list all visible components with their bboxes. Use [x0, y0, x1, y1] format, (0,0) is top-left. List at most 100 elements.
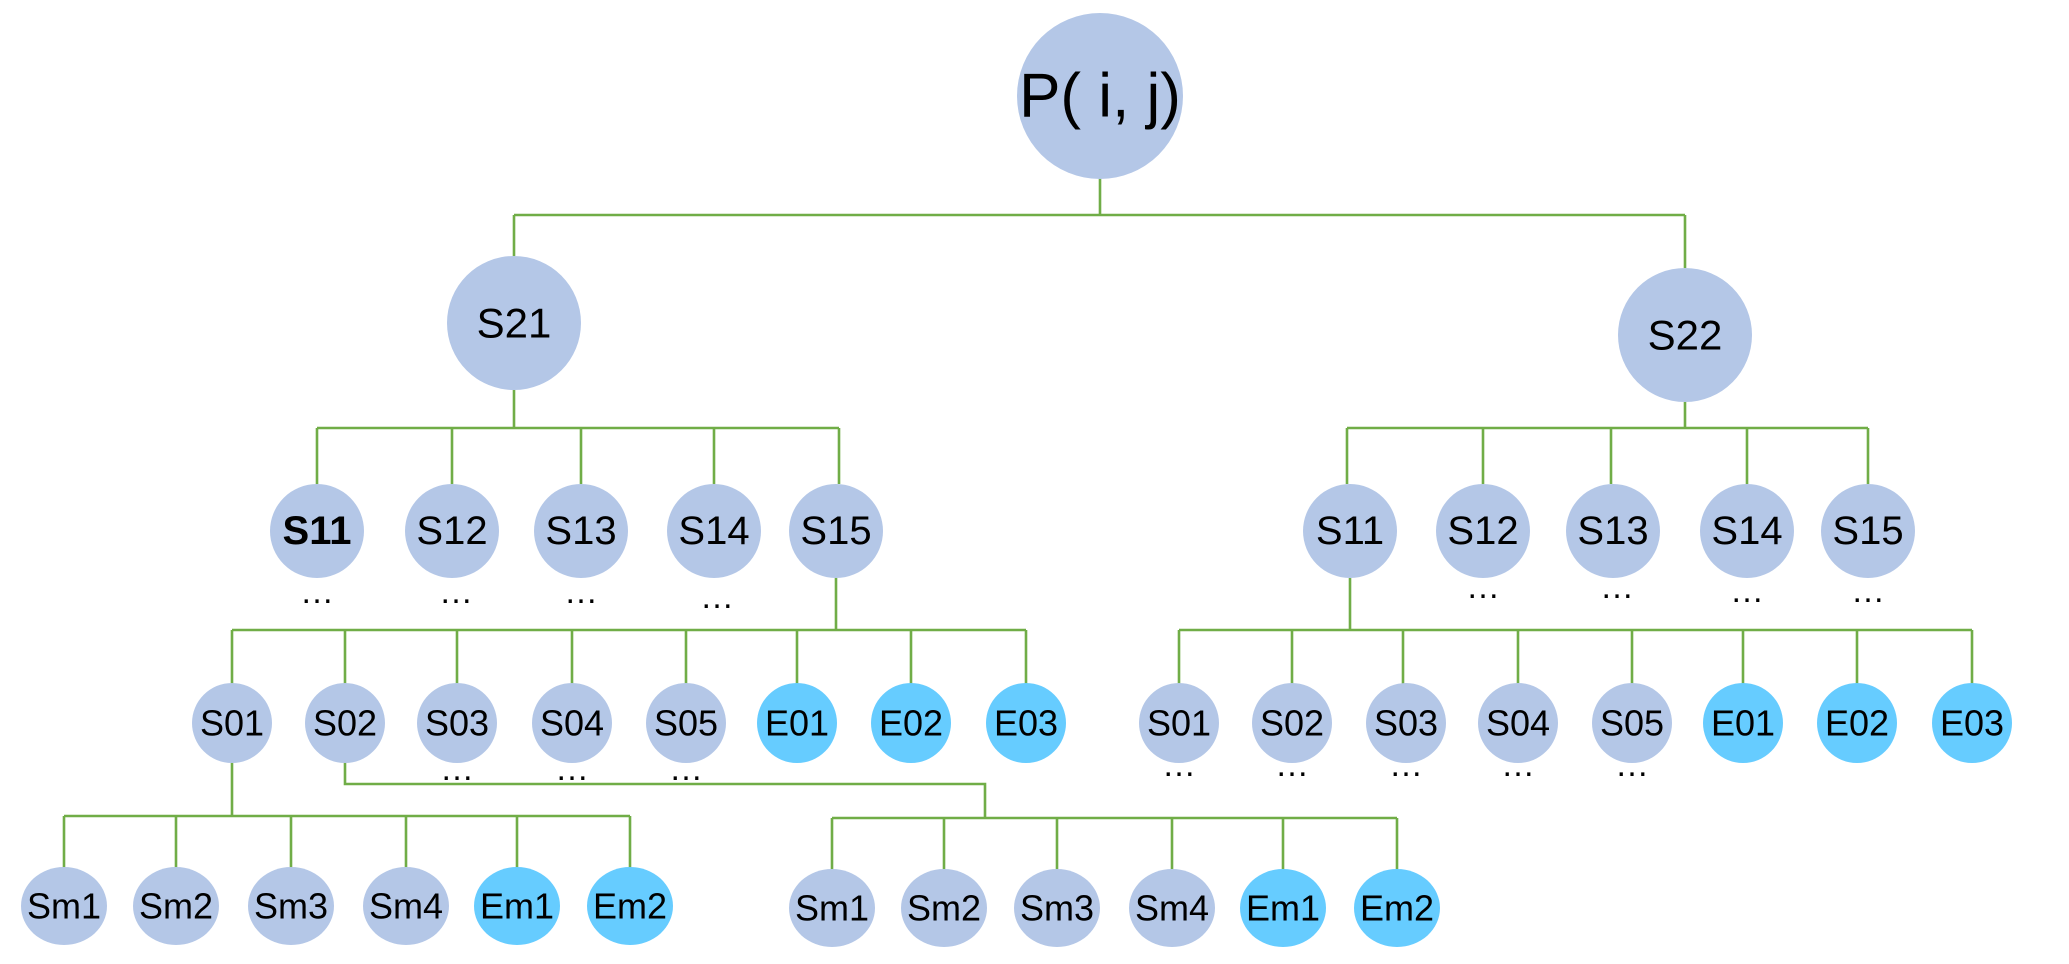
node-label: S05: [654, 703, 718, 744]
node-label: Sm3: [254, 886, 328, 927]
edges: [62, 178, 1974, 872]
node-s22-s13[interactable]: S13: [1566, 484, 1660, 578]
edge-s21: [315, 390, 841, 484]
node-s22-s11[interactable]: S11: [1303, 484, 1397, 578]
node-s03-right[interactable]: S03: [1366, 683, 1446, 763]
node-sm1-b[interactable]: Sm1: [789, 869, 875, 947]
node-sm4-a[interactable]: Sm4: [363, 867, 449, 945]
node-label: E03: [1940, 703, 2004, 744]
node-label: E02: [1825, 703, 1889, 744]
node-s05-right[interactable]: S05: [1592, 683, 1672, 763]
node-s21-s12[interactable]: S12: [405, 484, 499, 578]
edge-s22: [1345, 402, 1870, 484]
node-label: S01: [1147, 703, 1211, 744]
node-label: S14: [1711, 509, 1782, 553]
ellipsis: …: [555, 750, 589, 788]
node-sm4-b[interactable]: Sm4: [1129, 869, 1215, 947]
node-label: S15: [800, 509, 871, 553]
node-s04-left[interactable]: S04: [532, 683, 612, 763]
root-node[interactable]: P( i, j): [1017, 13, 1183, 179]
node-s01-left[interactable]: S01: [192, 683, 272, 763]
node-s22-circle: [1618, 268, 1752, 402]
node-circle: [667, 484, 761, 578]
node-circle: [587, 867, 673, 945]
node-sm3-a[interactable]: Sm3: [248, 867, 334, 945]
node-label: Sm4: [369, 886, 443, 927]
node-label: S11: [283, 509, 352, 553]
s02-children: Sm1 Sm2 Sm3 Sm4 Em1 Em2: [789, 869, 1440, 947]
node-circle: [1821, 484, 1915, 578]
ellipsis: …: [300, 573, 334, 611]
node-s02-left[interactable]: S02: [305, 683, 385, 763]
node-circle: [1240, 869, 1326, 947]
node-label: E01: [765, 703, 829, 744]
s22-children: S11 S12 S13 S14 S15 … … … …: [1303, 484, 1915, 610]
node-circle: [1436, 484, 1530, 578]
node-s22-s15[interactable]: S15: [1821, 484, 1915, 578]
node-label: E03: [994, 703, 1058, 744]
node-label: S04: [1486, 703, 1550, 744]
node-s22[interactable]: S22: [1618, 268, 1752, 402]
node-e01-left[interactable]: E01: [757, 683, 837, 763]
node-e01-right[interactable]: E01: [1703, 683, 1783, 763]
node-s21[interactable]: S21: [447, 256, 581, 390]
node-circle: [757, 683, 837, 763]
node-circle: [192, 683, 272, 763]
node-s21-s11[interactable]: S11: [270, 484, 364, 578]
edge-s02: [343, 762, 1399, 872]
node-s22-label: S22: [1648, 312, 1723, 359]
node-sm2-a[interactable]: Sm2: [133, 867, 219, 945]
node-circle: [1252, 683, 1332, 763]
node-e02-right[interactable]: E02: [1817, 683, 1897, 763]
node-em1-a[interactable]: Em1: [474, 867, 560, 945]
node-circle: [789, 484, 883, 578]
s21-children: S11 S12 S13 S14 S15 … … … …: [270, 484, 883, 616]
node-label: S15: [1832, 509, 1903, 553]
s15-children: S01 S02 S03 S04 S05 E01 E02 E03: [192, 683, 1066, 788]
ellipsis: …: [1466, 568, 1500, 606]
s11-right-children: S01 S02 S03 S04 S05 E01 E02 E03: [1139, 683, 2012, 784]
node-s21-label: S21: [477, 300, 552, 347]
node-em2-a[interactable]: Em2: [587, 867, 673, 945]
node-label: Sm2: [139, 886, 213, 927]
node-circle: [1817, 683, 1897, 763]
node-label: S01: [200, 703, 264, 744]
node-label: S03: [1374, 703, 1438, 744]
node-s01-right[interactable]: S01: [1139, 683, 1219, 763]
node-label: S13: [545, 509, 616, 553]
node-label: S14: [678, 509, 749, 553]
node-em2-b[interactable]: Em2: [1354, 869, 1440, 947]
node-s02-right[interactable]: S02: [1252, 683, 1332, 763]
node-sm2-b[interactable]: Sm2: [901, 869, 987, 947]
node-s21-s14[interactable]: S14: [667, 484, 761, 578]
root-node-circle: [1017, 13, 1183, 179]
ellipsis: …: [1851, 572, 1885, 610]
node-s04-right[interactable]: S04: [1478, 683, 1558, 763]
node-circle: [405, 484, 499, 578]
node-s05-left[interactable]: S05: [646, 683, 726, 763]
node-s22-s14[interactable]: S14: [1700, 484, 1794, 578]
node-circle: [1139, 683, 1219, 763]
node-label: S04: [540, 703, 604, 744]
node-label: S13: [1577, 509, 1648, 553]
node-sm3-b[interactable]: Sm3: [1014, 869, 1100, 947]
node-s21-s13[interactable]: S13: [534, 484, 628, 578]
edge-s01: [62, 762, 632, 870]
root-node-label: P( i, j): [1019, 62, 1181, 131]
node-e03-left[interactable]: E03: [986, 683, 1066, 763]
node-circle: [532, 683, 612, 763]
node-circle: [1932, 683, 2012, 763]
node-e03-right[interactable]: E03: [1932, 683, 2012, 763]
ellipsis: …: [669, 750, 703, 788]
node-s21-s15[interactable]: S15: [789, 484, 883, 578]
node-label: Em1: [480, 886, 554, 927]
node-circle: [417, 683, 497, 763]
node-s22-s12[interactable]: S12: [1436, 484, 1530, 578]
node-em1-b[interactable]: Em1: [1240, 869, 1326, 947]
node-s03-left[interactable]: S03: [417, 683, 497, 763]
ellipsis: …: [440, 750, 474, 788]
node-e02-left[interactable]: E02: [871, 683, 951, 763]
node-sm1-a[interactable]: Sm1: [21, 867, 107, 945]
